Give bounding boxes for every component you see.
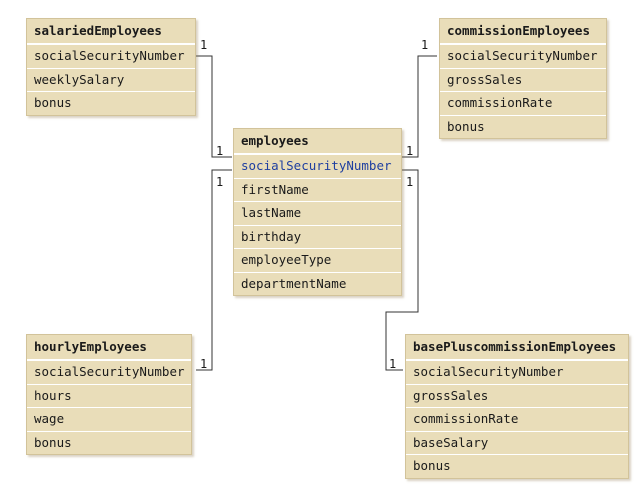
table-field[interactable]: socialSecurityNumber <box>234 155 401 179</box>
link-commission-employees <box>402 55 437 158</box>
link-baseplus-employees <box>385 169 419 371</box>
table-field[interactable]: grossSales <box>440 69 606 92</box>
table-field[interactable]: hours <box>27 385 191 408</box>
table-field[interactable]: commissionRate <box>440 92 606 116</box>
table-field[interactable]: wage <box>27 408 191 432</box>
table-field[interactable]: socialSecurityNumber <box>27 45 195 69</box>
card-baseplus-end: 1 <box>389 357 396 371</box>
table-field[interactable]: lastName <box>234 202 401 226</box>
table-field[interactable]: bonus <box>447 118 485 134</box>
table-field[interactable]: grossSales <box>406 385 628 408</box>
table-field[interactable]: bonus <box>413 458 451 473</box>
table-field[interactable]: socialSecurityNumber <box>27 361 191 385</box>
card-commission-employees-end: 1 <box>406 144 413 158</box>
table-field[interactable]: bonus <box>34 434 72 450</box>
table-field[interactable]: commissionRate <box>406 408 628 432</box>
link-hourly-employees <box>196 169 232 371</box>
card-hourly-employees-end: 1 <box>216 175 223 189</box>
table-field[interactable]: weeklySalary <box>27 69 195 92</box>
table-field[interactable]: departmentName <box>241 275 347 291</box>
card-commission-end: 1 <box>421 38 428 52</box>
card-salaried-employees-end: 1 <box>216 144 223 158</box>
card-salaried-end: 1 <box>200 38 207 52</box>
table-title: hourlyEmployees <box>27 335 191 361</box>
table-field[interactable]: socialSecurityNumber <box>406 361 628 385</box>
table-field[interactable]: birthday <box>234 226 401 249</box>
table-field[interactable]: socialSecurityNumber <box>440 45 606 69</box>
card-hourly-end: 1 <box>200 357 207 371</box>
table-field[interactable]: employeeType <box>234 249 401 273</box>
table-title: commissionEmployees <box>440 19 606 45</box>
table-title: employees <box>234 129 401 155</box>
table-field[interactable]: baseSalary <box>406 432 628 455</box>
table-field[interactable]: bonus <box>34 95 72 110</box>
table-field[interactable]: firstName <box>234 179 401 202</box>
card-baseplus-employees-end: 1 <box>406 175 413 189</box>
table-title: salariedEmployees <box>27 19 195 45</box>
link-salaried-employees <box>196 55 232 158</box>
table-title: basePluscommissionEmployees <box>406 335 628 361</box>
